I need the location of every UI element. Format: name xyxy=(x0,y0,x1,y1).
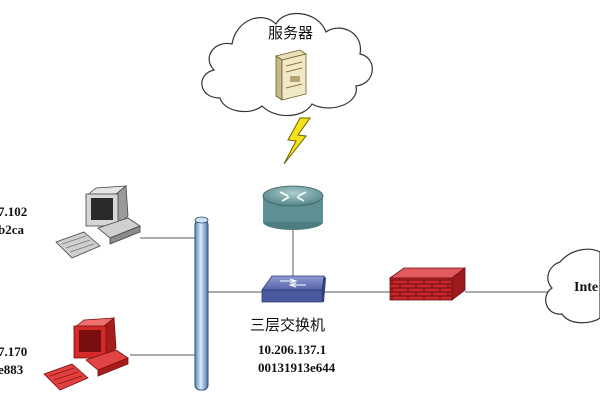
internet-cloud xyxy=(545,248,600,324)
layer3-switch-icon xyxy=(261,275,326,303)
connection-lines xyxy=(130,228,550,356)
pc-top-ip: 7.102 xyxy=(0,204,28,219)
pc-bottom-mac: e883 xyxy=(0,362,24,377)
internet-label: Inte xyxy=(574,280,599,295)
server-label: 服务器 xyxy=(268,24,314,42)
switch-label: 三层交换机 xyxy=(250,316,326,334)
router-icon xyxy=(262,185,324,230)
pc-top-mac: b2ca xyxy=(0,222,24,237)
backbone-bus xyxy=(194,216,209,391)
pc-bottom-ip: 7.170 xyxy=(0,344,28,359)
computer-icon-top xyxy=(55,185,141,259)
server-icon xyxy=(275,49,307,101)
switch-mac: 00131913e644 xyxy=(258,360,336,375)
computer-icon-bottom xyxy=(43,317,129,391)
wireless-link-lightning-icon xyxy=(283,117,311,165)
switch-ip: 10.206.137.1 xyxy=(258,342,327,357)
firewall-icon xyxy=(388,267,467,301)
